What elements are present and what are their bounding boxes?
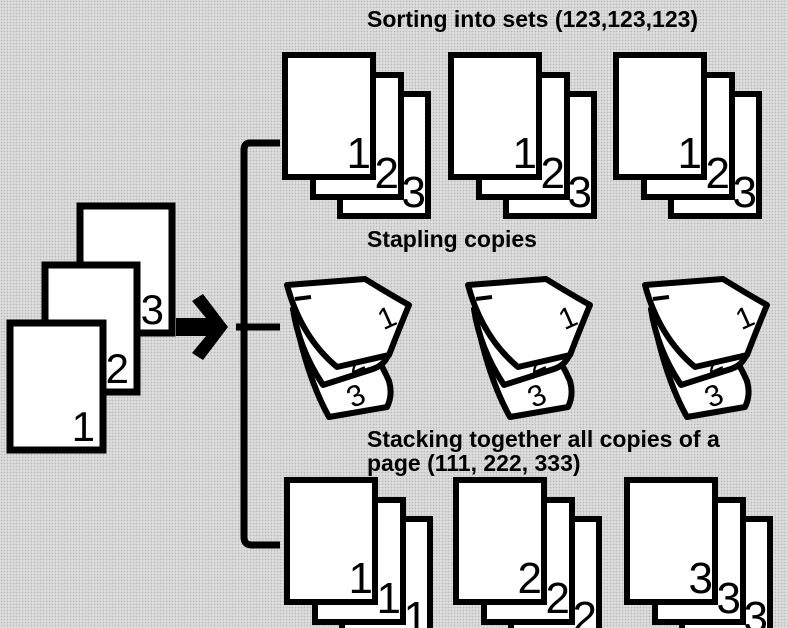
- stacked-set-1-page-1-number: 1: [349, 554, 373, 603]
- stacked-set-1: 111: [284, 477, 433, 628]
- right-arrow-icon: [176, 294, 228, 360]
- stacked-set-1-page-1-sheet: [284, 477, 378, 605]
- sorted-set-3-page-1-sheet: [613, 52, 707, 180]
- staple-icon: [652, 295, 670, 301]
- stacked-set-2-page-1-number: 2: [518, 554, 542, 603]
- sorted-set-2-page-2-number: 2: [541, 149, 565, 198]
- staple-icon: [294, 295, 312, 301]
- stacked-set-3-page-1-number: 3: [689, 554, 713, 603]
- sorted-set-2: 321: [448, 52, 597, 219]
- original-page-2-number: 2: [106, 345, 129, 392]
- caption-stacking-line1: Stacking together all copies of a: [367, 426, 720, 452]
- sorted-set-2-page-1-sheet: [448, 52, 542, 180]
- original-page-1-number: 1: [72, 403, 95, 450]
- stacked-set-2-page-2-number: 2: [546, 574, 570, 623]
- caption-stacking-line2: page (111, 222, 333): [367, 450, 581, 476]
- sorted-set-1-page-1-sheet: [282, 52, 376, 180]
- sorted-set-2-page-1: 1: [448, 52, 542, 180]
- original-page-1: 1: [6, 319, 107, 454]
- sorted-set-2-page-1-number: 1: [513, 129, 537, 178]
- original-page-3-number: 3: [141, 286, 164, 333]
- sorted-set-3-page-1: 1: [613, 52, 707, 180]
- sorted-set-3-page-2-number: 2: [706, 149, 730, 198]
- stapled-set-1-sheet-1: 1: [284, 276, 412, 370]
- stacked-set-2-page-1-sheet: [453, 477, 547, 605]
- stapled-sets-row: 321 321 321: [284, 276, 770, 420]
- stacked-set-2-page-3-number: 2: [573, 593, 597, 628]
- stacked-set-3-page-1: 3: [624, 477, 718, 605]
- sorted-set-2-page-3-number: 3: [568, 168, 592, 217]
- staple-icon: [475, 295, 493, 301]
- caption-sorting: Sorting into sets (123,123,123): [367, 6, 699, 32]
- sorted-set-3: 321: [613, 52, 762, 219]
- stacked-set-1-page-1: 1: [284, 477, 378, 605]
- stacked-set-1-page-2-number: 1: [377, 574, 401, 623]
- stapled-set-1: 321: [284, 276, 412, 420]
- sorted-set-1-page-3-number: 3: [402, 168, 426, 217]
- original-page-1-sheet: [6, 319, 107, 454]
- sorted-set-3-page-1-number: 1: [678, 129, 702, 178]
- stacked-set-3-page-1-sheet: [624, 477, 718, 605]
- stapled-set-2-sheet-1: 1: [465, 276, 593, 370]
- original-pages-stack: 321: [6, 202, 176, 454]
- stacked-set-2-page-1: 2: [453, 477, 547, 605]
- stacked-set-1-page-3-number: 1: [404, 593, 428, 628]
- sorted-set-3-page-3-number: 3: [733, 168, 757, 217]
- stapled-set-3: 321: [642, 276, 770, 420]
- branch-bracket: [240, 139, 280, 549]
- caption-stapling: Stapling copies: [367, 226, 537, 252]
- sorted-set-1-page-2-number: 2: [375, 149, 399, 198]
- stapled-set-2: 321: [465, 276, 593, 420]
- stacked-set-3-page-3-number: 3: [744, 593, 768, 628]
- stapled-set-3-sheet-1: 1: [642, 276, 770, 370]
- stacked-set-2: 222: [453, 477, 602, 628]
- stacked-set-3-page-2-number: 3: [717, 574, 741, 623]
- sorted-set-1: 321: [282, 52, 431, 219]
- sorted-set-1-page-1-number: 1: [347, 129, 371, 178]
- stacked-set-3: 333: [624, 477, 773, 628]
- sorted-set-1-page-1: 1: [282, 52, 376, 180]
